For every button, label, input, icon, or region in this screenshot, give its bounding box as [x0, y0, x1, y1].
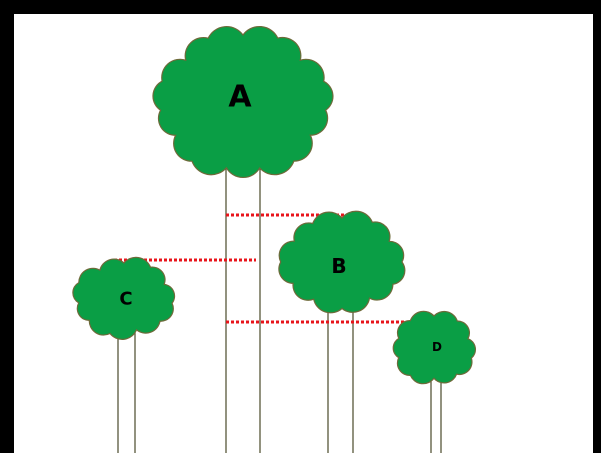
frame-right-edge	[593, 0, 601, 453]
canopy-c	[72, 256, 176, 340]
height-comparison-lines	[114, 213, 431, 324]
tree-labels: A B C D	[119, 80, 442, 355]
tree-canopies	[72, 26, 477, 385]
canopy-a	[152, 26, 334, 178]
frame-left-edge	[0, 0, 14, 453]
frame-top-edge	[0, 0, 601, 14]
tree-label-c: C	[119, 289, 132, 310]
canopy-b	[278, 210, 406, 314]
tree-label-a: A	[228, 80, 252, 115]
canopy-d	[392, 310, 477, 385]
tree-label-b: B	[331, 254, 346, 278]
tree-trunks	[117, 160, 442, 453]
tree-label-d: D	[432, 340, 442, 354]
